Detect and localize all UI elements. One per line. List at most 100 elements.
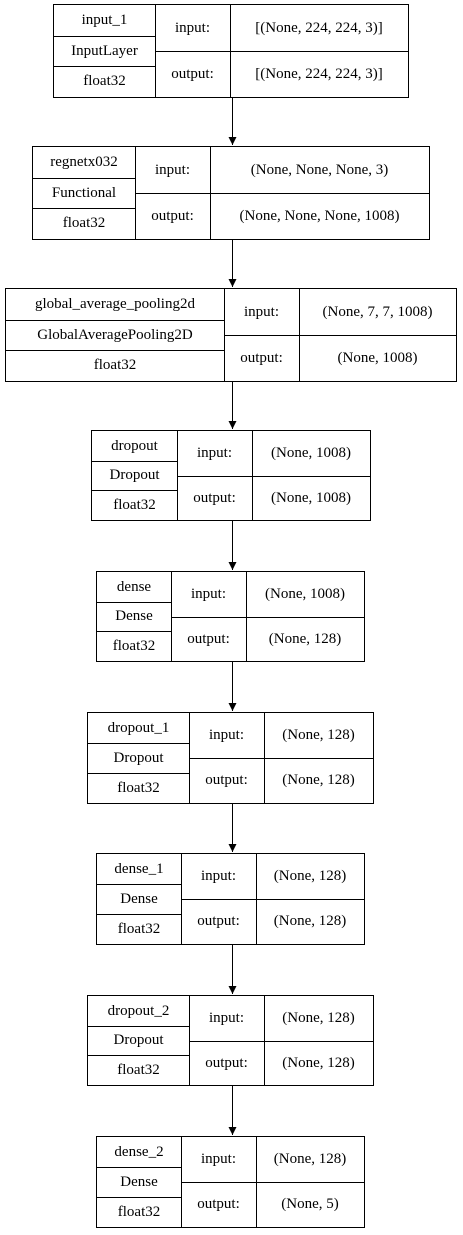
output-shape: (None, 1008) [337,349,418,366]
column-divider [256,854,257,944]
input-label: input: [196,445,232,461]
output-shape: (None, 128) [273,913,347,929]
row-divider [6,320,224,321]
row-divider [54,66,155,67]
layer-class: Functional [51,184,117,201]
row-divider [181,1182,364,1183]
input-shape: (None, 128) [273,1151,347,1167]
row-divider [181,899,364,900]
layer-name: dropout_1 [107,719,170,736]
layer-class: Dense [115,608,153,624]
layer-dtype: float32 [117,1061,160,1078]
column-divider [246,572,247,661]
column-divider [181,854,182,944]
input-shape: (None, 1008) [265,586,345,602]
row-divider [155,51,408,52]
layer-class: Dense [120,890,158,907]
output-label: output: [187,630,230,647]
row-divider [177,476,370,477]
column-divider [264,713,265,803]
layer-dtype: float32 [117,1203,161,1220]
layer-dtype: float32 [113,496,156,513]
column-divider [224,289,225,381]
row-divider [97,602,171,603]
column-divider [256,1137,257,1227]
output-label: output: [171,65,214,82]
input-shape: (None, None, None, 3) [250,161,389,178]
layer-name: dropout [111,437,158,454]
output-label: output: [205,772,248,788]
column-divider [189,713,190,803]
column-divider [210,147,211,239]
input-shape: (None, 128) [282,727,355,743]
row-divider [97,631,171,632]
layer-class: Dropout [109,467,160,483]
input-shape: (None, 128) [282,1010,355,1026]
row-divider [189,758,373,759]
layer-dtype: float32 [112,637,156,654]
output-shape: (None, 1008) [271,489,351,506]
input-label: input: [190,586,226,602]
layer-class: InputLayer [71,42,138,59]
layer-dtype: float32 [117,920,161,937]
row-divider [33,178,135,179]
output-label: output: [151,207,194,224]
layer-name: dropout_2 [107,1002,170,1019]
row-divider [92,490,177,491]
column-divider [252,431,253,520]
layer-dtype: float32 [83,73,126,89]
row-divider [97,884,181,885]
row-divider [33,208,135,209]
row-divider [88,1026,189,1027]
output-shape: (None, 5) [281,1196,339,1212]
input-label: input: [200,868,236,884]
layer-dtype: float32 [117,779,160,796]
layer-name: global_average_pooling2d [35,296,195,312]
layer-class: Dropout [113,1032,164,1048]
column-divider [181,1137,182,1227]
layer-name: dense_2 [114,1143,164,1160]
layer-name: input_1 [81,12,128,28]
input-label: input: [174,19,210,36]
layer-class: GlobalAveragePooling2D [37,326,193,343]
row-divider [88,743,189,744]
input-shape: (None, 7, 7, 1008) [322,303,433,320]
column-divider [189,996,190,1085]
input-label: input: [208,727,244,743]
column-divider [230,5,231,97]
output-label: output: [205,1054,248,1071]
output-shape: (None, None, None, 1008) [239,207,400,224]
layer-dtype: float32 [93,357,137,373]
output-shape: [(None, 224, 224, 3)] [255,65,383,82]
column-divider [177,431,178,520]
input-shape: (None, 1008) [271,445,351,461]
output-label: output: [193,489,236,506]
layer-dtype: float32 [62,215,106,231]
input-label: input: [154,161,190,178]
column-divider [155,5,156,97]
row-divider [88,1055,189,1056]
output-label: output: [197,913,240,929]
output-shape: (None, 128) [282,772,355,788]
row-divider [88,773,189,774]
column-divider [171,572,172,661]
layer-class: Dropout [113,749,164,766]
row-divider [135,193,429,194]
row-divider [189,1041,373,1042]
input-shape: [(None, 224, 224, 3)] [255,19,383,36]
row-divider [224,335,456,336]
row-divider [171,617,364,618]
input-label: input: [208,1010,244,1026]
layer-name: dense_1 [114,860,164,877]
row-divider [97,914,181,915]
row-divider [54,36,155,37]
input-shape: (None, 128) [273,868,347,884]
